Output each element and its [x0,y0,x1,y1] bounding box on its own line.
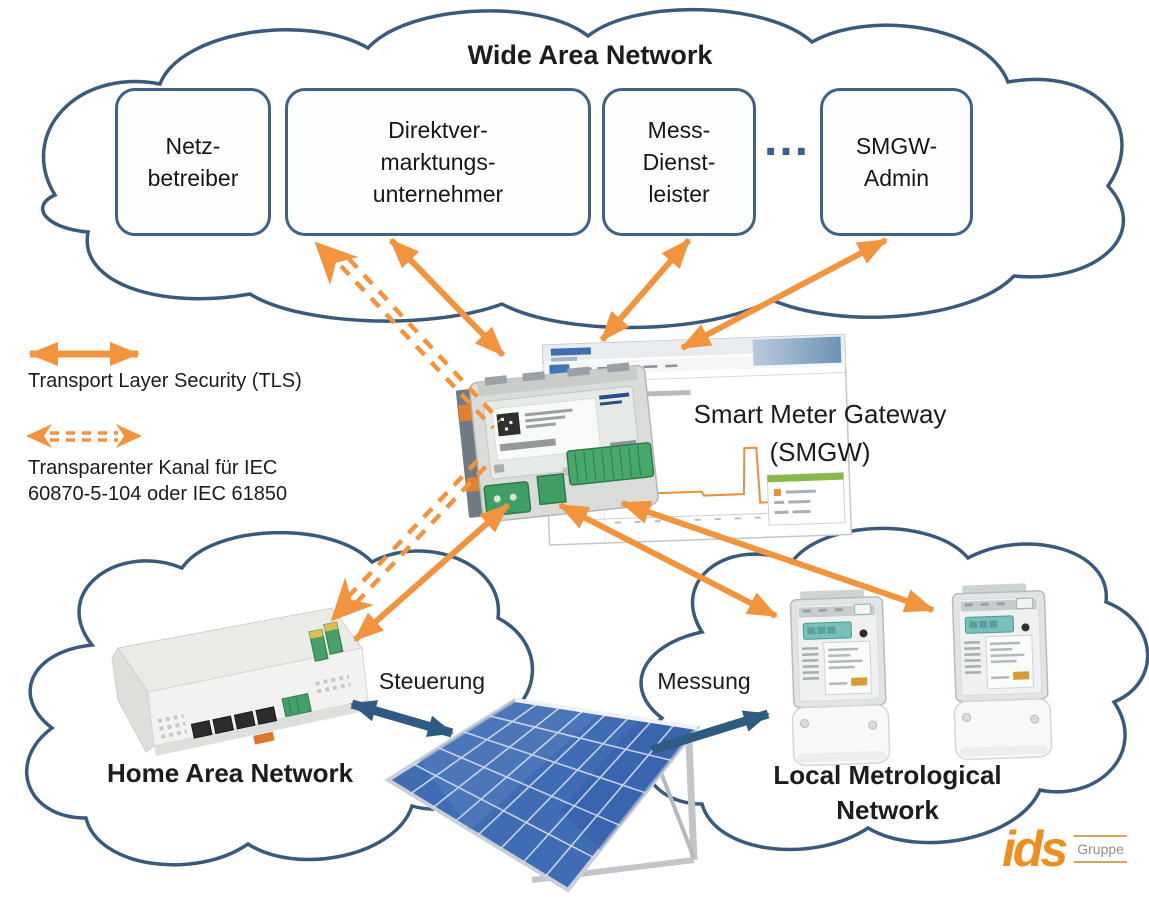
actor-box-messdienstleister: Mess- Dienst- leister [602,88,756,236]
actor-box-netzbetreiber: Netz- betreiber [115,88,271,236]
actor-label-messdienstleister: Mess- Dienst- leister [642,116,716,208]
lmn-title: Local Metrological Network [773,760,1002,826]
steuerung-arrow [350,699,454,738]
actor-label-netzbetreiber: Netz- betreiber [147,132,239,191]
tls-arrow-meter-2 [620,500,935,613]
ids-gruppe-logo: ids Gruppe [1002,824,1127,874]
wan-title: Wide Area Network [467,40,713,70]
messung-arrow [650,709,770,755]
actor-label-direktvermarkter: Direktver- marktungs- unternehmer [372,116,504,208]
smart-meter-1 [787,587,891,767]
smgw-label: Smart Meter Gateway (SMGW) [693,399,947,467]
solar-panel [384,697,701,893]
legend-transparent-label: Transparenter Kanal für IEC 60870-5-104 … [28,457,288,505]
tls-arrows [353,237,935,643]
han-title: Home Area Network [106,758,354,788]
tls-arrow-messdienstleister [599,238,692,342]
smart-meter-2 [949,581,1053,761]
tls-arrow-smgw-admin [680,237,888,351]
transparent-channel-arrow-han [330,457,489,622]
han-controller-device [111,607,370,756]
steuerung-label: Steuerung [378,668,486,694]
actor-box-smgw-admin: SMGW- Admin [820,88,973,236]
tls-arrow-direktvermarkter [388,237,506,358]
messung-label: Messung [657,668,751,694]
legend-tls-label: Transport Layer Security (TLS) [28,370,302,392]
tls-arrow-han [353,502,510,643]
actor-label-smgw-admin: SMGW- Admin [855,132,938,191]
smgw-device [455,362,659,523]
ids-logo-text: ids [1002,821,1068,877]
transparent-channel-arrow-wan [314,241,502,430]
ids-logo-suffix: Gruppe [1074,835,1127,863]
actor-box-direktvermarkter: Direktver- marktungs- unternehmer [285,88,591,236]
wan-ellipsis: ... [763,113,810,166]
legend-transparent-arrow [26,424,142,448]
